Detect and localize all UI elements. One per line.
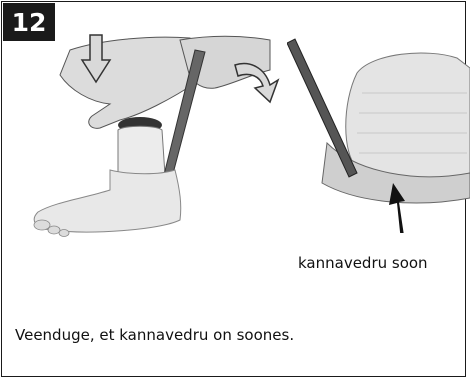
heel-slot-closeup	[287, 33, 470, 233]
heel-spring-slot-label: kannavedru soon	[298, 254, 428, 272]
foot-shell	[34, 170, 181, 232]
knit-sock	[346, 53, 470, 180]
foot-sock-illustration	[30, 30, 280, 260]
sock	[118, 126, 165, 179]
curved-arrow-icon	[235, 64, 278, 102]
instruction-text: Veenduge, et kannavedru on soones.	[15, 326, 294, 344]
